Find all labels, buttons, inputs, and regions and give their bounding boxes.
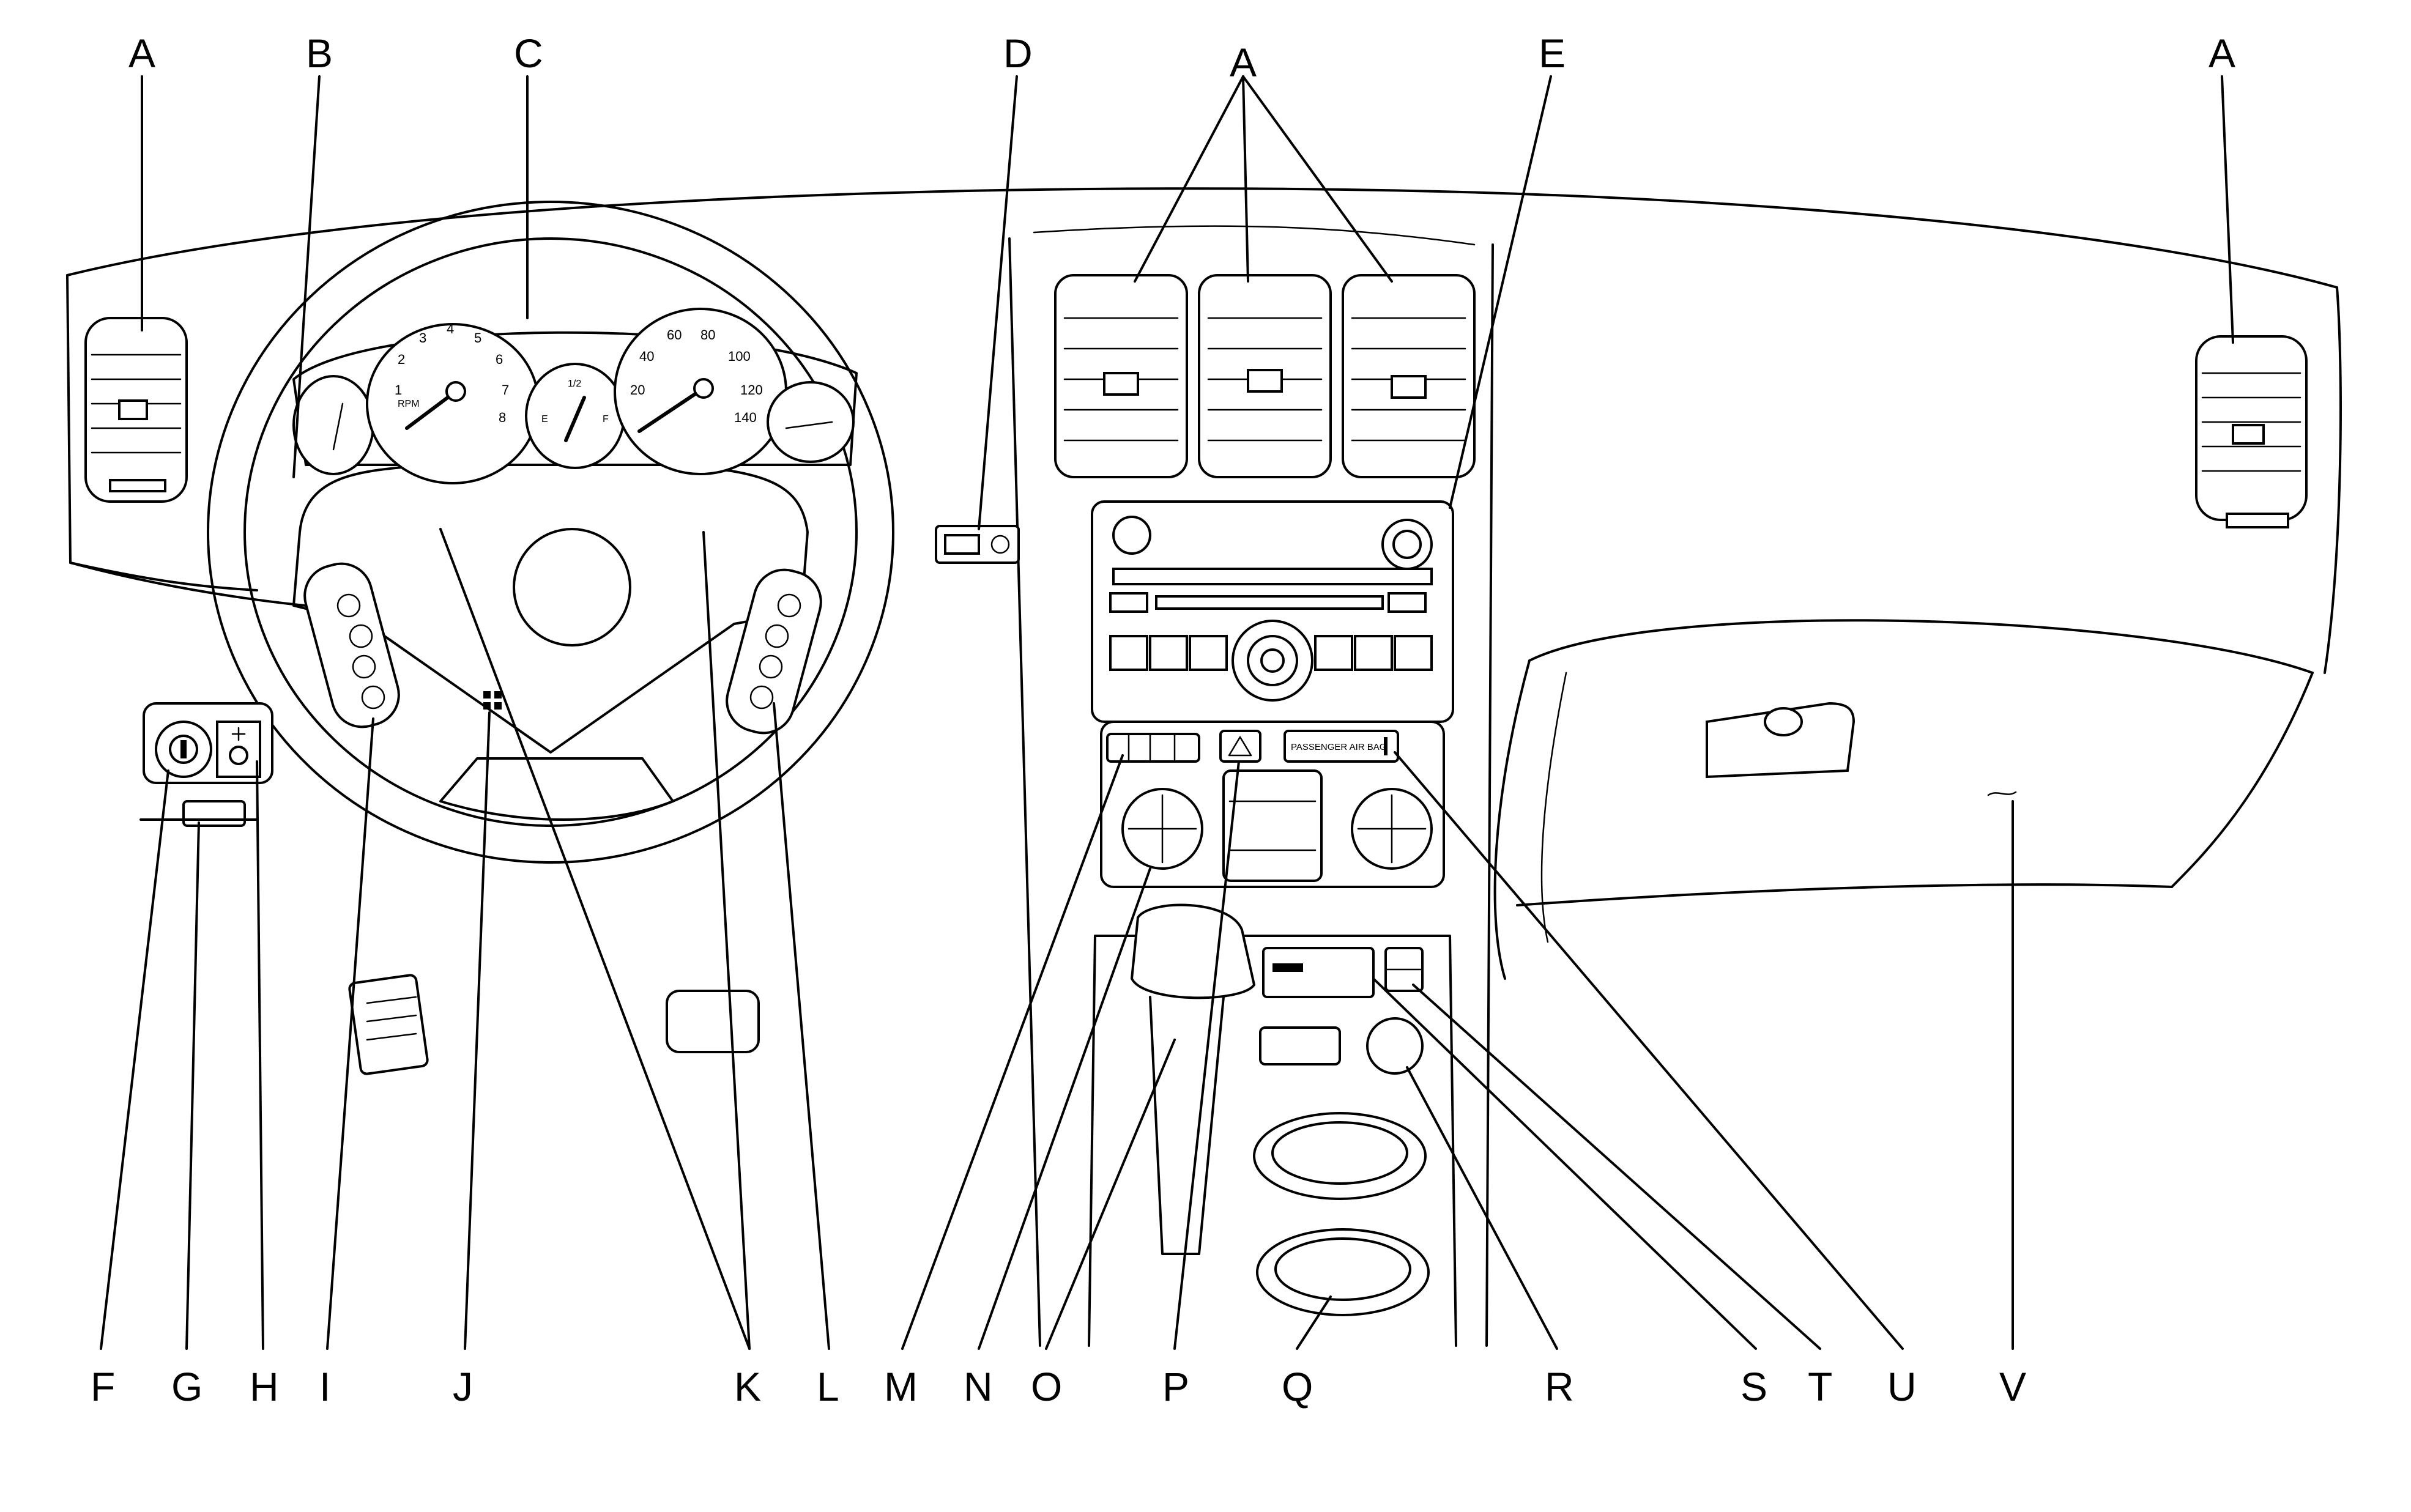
passenger-airbag-label: PASSENGER AIR BAG <box>1291 742 1386 752</box>
speed-tick-40: 40 <box>639 349 654 364</box>
tach-tick-6: 6 <box>496 352 503 367</box>
callout-a-left: A <box>128 31 155 76</box>
callout-g: G <box>171 1364 202 1409</box>
callout-j: J <box>453 1364 473 1409</box>
tach-unit: RPM <box>398 399 420 409</box>
steering-wheel-right-controls <box>726 568 822 735</box>
ignition-panel <box>139 702 273 827</box>
callout-q: Q <box>1282 1364 1313 1409</box>
glove-box-icon <box>1706 702 2017 796</box>
hazard-icon <box>1219 730 1261 763</box>
passenger-airbag-indicator: PASSENGER AIR BAG <box>1284 730 1399 763</box>
callout-t: T <box>1808 1364 1832 1409</box>
temperature-gauge <box>767 381 855 463</box>
tach-tick-8: 8 <box>499 410 506 425</box>
tach-tick-3: 3 <box>419 330 426 346</box>
speed-tick-80: 80 <box>700 327 715 343</box>
fuel-empty-label: E <box>541 414 548 424</box>
ignition-switch-icon <box>155 721 212 778</box>
gear-shifter-icon <box>1130 903 1256 1255</box>
callout-a-center: A <box>1230 40 1257 85</box>
fuel-half-label: 1/2 <box>568 379 581 389</box>
headlamp-switch <box>935 525 1020 564</box>
speed-tick-100: 100 <box>728 349 751 364</box>
tach-tick-1: 1 <box>395 382 402 398</box>
tach-tick-2: 2 <box>398 352 405 367</box>
dimmer-icon <box>216 721 261 778</box>
callout-s: S <box>1740 1364 1767 1409</box>
speedometer: 20 40 60 80 100 120 140 <box>614 308 787 475</box>
callout-l: L <box>817 1364 839 1409</box>
callout-u: U <box>1887 1364 1917 1409</box>
tach-tick-4: 4 <box>447 321 454 336</box>
tachometer: 1 2 3 4 5 6 7 8 RPM <box>366 321 540 484</box>
climate-panel <box>1100 721 1445 888</box>
fuel-gauge: E F 1/2 <box>525 363 625 469</box>
callout-f: F <box>91 1364 115 1409</box>
callout-labels: A B C D A E A F G H I J K L M N O P Q R … <box>91 31 2235 1409</box>
callout-r: R <box>1545 1364 1574 1409</box>
fuel-full-label: F <box>603 414 609 424</box>
speed-tick-140: 140 <box>734 410 757 425</box>
callout-leaders <box>100 75 2234 1350</box>
callout-d: D <box>1003 31 1033 76</box>
callout-c: C <box>514 31 543 76</box>
callout-k: K <box>734 1364 761 1409</box>
radio-unit <box>1091 500 1454 723</box>
left-side-vent <box>84 317 188 503</box>
dashboard-outline <box>66 187 2342 1347</box>
horn-icon <box>483 691 502 710</box>
steering-wheel-left-controls <box>303 562 400 728</box>
callout-b: B <box>306 31 333 76</box>
callout-n: N <box>964 1364 993 1409</box>
callout-e: E <box>1539 31 1566 76</box>
pedals <box>348 974 760 1075</box>
instrument-cluster <box>292 331 858 475</box>
steering-wheel <box>207 201 894 864</box>
callout-v: V <box>1999 1364 2026 1409</box>
right-side-vent <box>2195 335 2308 528</box>
speed-tick-20: 20 <box>630 382 645 398</box>
tach-tick-7: 7 <box>502 382 509 398</box>
center-console <box>1088 903 1457 1347</box>
callout-h: H <box>250 1364 279 1409</box>
speed-tick-120: 120 <box>740 382 763 398</box>
tach-tick-5: 5 <box>474 330 481 346</box>
callout-a-right: A <box>2209 31 2235 76</box>
callout-m: M <box>884 1364 918 1409</box>
callout-p: P <box>1162 1364 1189 1409</box>
center-vents <box>1054 274 1476 478</box>
speed-tick-60: 60 <box>667 327 682 343</box>
callout-i: I <box>319 1364 330 1409</box>
callout-o: O <box>1031 1364 1062 1409</box>
cupholder-icon <box>1253 1112 1430 1316</box>
